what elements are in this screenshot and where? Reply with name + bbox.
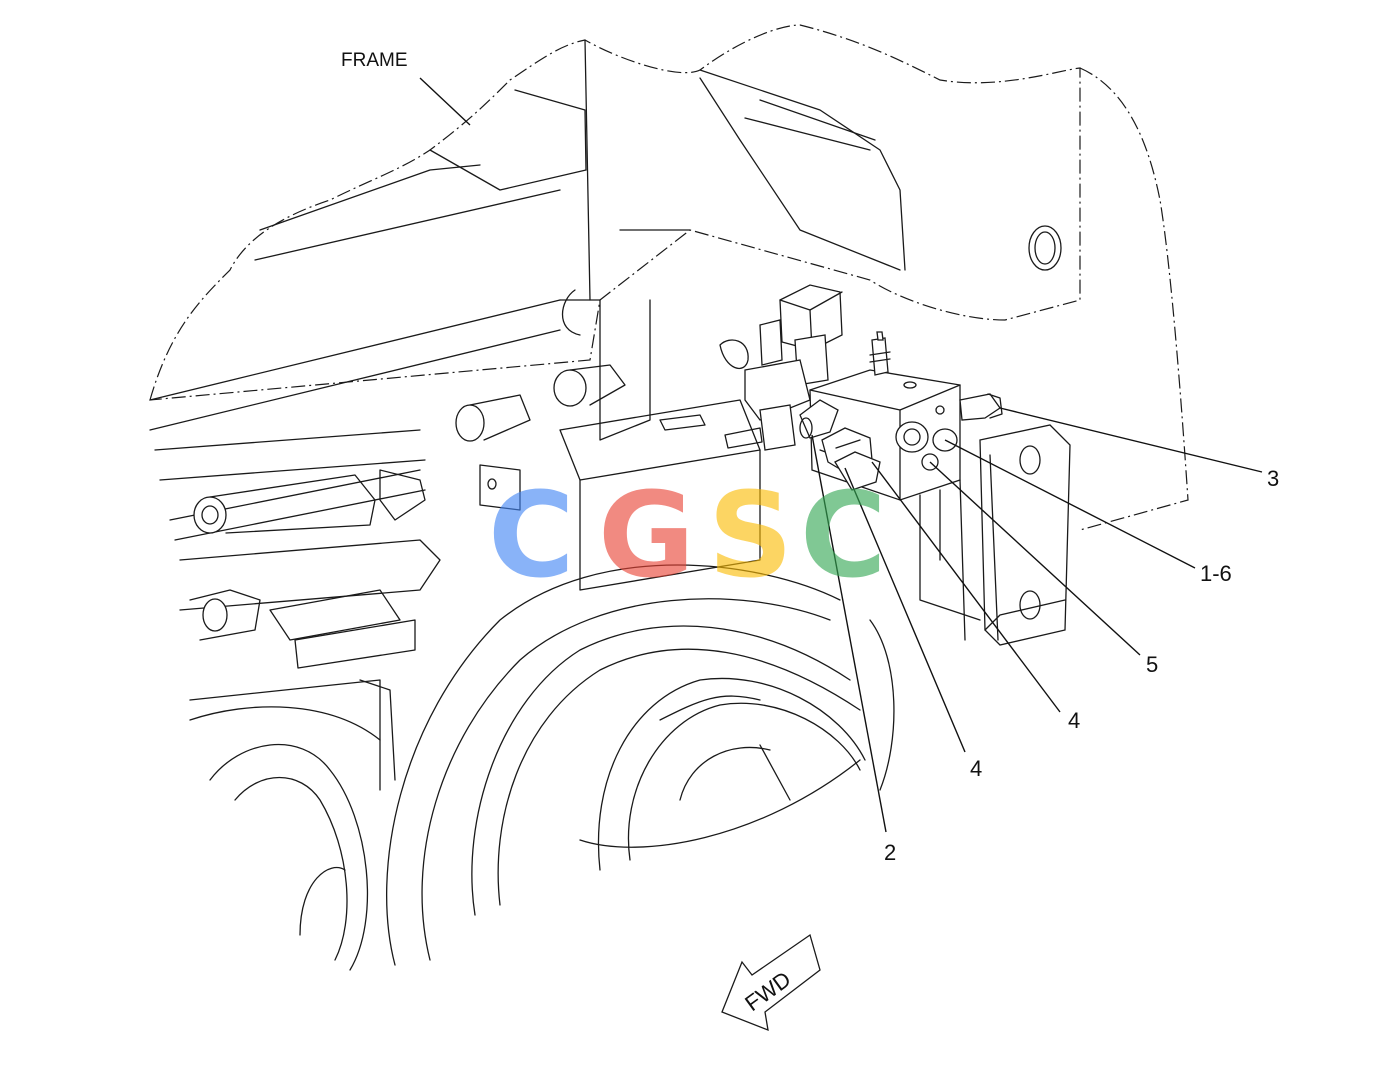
leader-1-6 (944, 439, 1196, 569)
callout-4b: 4 (970, 756, 982, 781)
leader-frame (419, 77, 471, 126)
fittings (799, 399, 881, 491)
watermark: C G S C (488, 466, 887, 604)
watermark-letter-3: S (708, 466, 793, 604)
wheel-assembly (189, 564, 895, 971)
leader-4b (844, 467, 966, 753)
callout-4a: 4 (1068, 708, 1080, 733)
callout-3: 3 (1267, 466, 1279, 491)
leader-4a (871, 461, 1061, 713)
forward-arrow-icon (721, 933, 821, 1032)
leader-3 (999, 407, 1263, 473)
frame-outline (149, 24, 1189, 531)
callout-5: 5 (1146, 652, 1158, 677)
callout-2: 2 (884, 840, 896, 865)
leader-5 (929, 461, 1141, 656)
callout-1-6: 1-6 (1200, 561, 1232, 586)
leader-2 (811, 434, 887, 833)
watermark-letter-1: C (488, 466, 575, 604)
mounting-plates (189, 399, 761, 791)
callout-leaders (419, 77, 1263, 833)
watermark-letter-2: G (598, 466, 695, 604)
frame-label: FRAME (341, 50, 408, 71)
solenoid-valve (719, 284, 843, 451)
watermark-letter-4: C (800, 466, 887, 604)
forward-arrow: FWD (721, 933, 821, 1032)
support-bracket (919, 424, 1071, 646)
